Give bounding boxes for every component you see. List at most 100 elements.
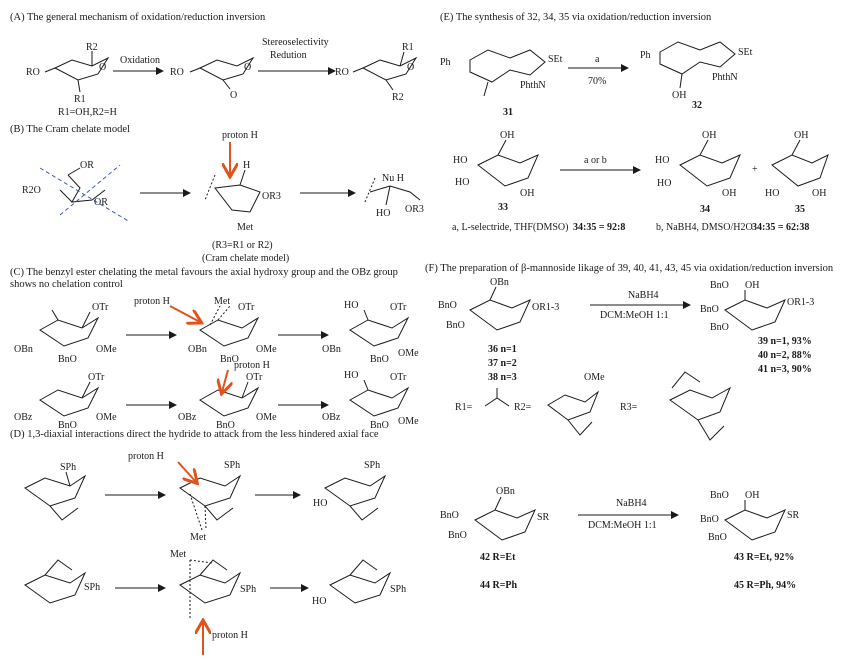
bno-label-f3: BnO xyxy=(710,280,729,291)
ro-label-2: RO xyxy=(170,67,184,78)
ring-o-label-2: O xyxy=(244,62,251,73)
oh-label-32: OH xyxy=(672,90,686,101)
compound-31-label: 31 xyxy=(503,107,513,118)
panel-c-scheme: OR OTr OBn BnO OMe Met OTr OBn BnO OMe p… xyxy=(14,296,419,431)
oh-label-f2: OH xyxy=(745,490,759,501)
compound-33-label: 33 xyxy=(498,202,508,213)
solvent-label-2: DCM:MeOH 1:1 xyxy=(588,520,657,531)
sph-label-3: SPh xyxy=(364,460,380,471)
oh-label-35b: OH xyxy=(812,188,826,199)
d-row2-sm: SPh xyxy=(24,559,100,604)
panel-e-scheme: Ph SEt PhthN 31 a 70% Ph SEt PhthN OH 32… xyxy=(440,41,829,233)
bno-label-f10: BnO xyxy=(708,532,727,543)
oh-label-34a: OH xyxy=(702,130,716,141)
panel-a-scheme: RO R2 R1 O Oxidation RO O O Stereoselect… xyxy=(26,37,418,118)
otr-label-6: OTr xyxy=(390,372,407,383)
condition-note: R1=OH,R2=H xyxy=(58,107,117,118)
d-row1-sm: SPh xyxy=(24,462,87,521)
or13-label-f2: OR1-3 xyxy=(787,297,814,308)
otr-label-3: OTr xyxy=(390,302,407,313)
reagent-ab-label: a or b xyxy=(584,155,607,166)
compound-43-label: 43 R=Et, 92% xyxy=(734,552,794,563)
bno-label-3: BnO xyxy=(370,354,389,365)
ome-label-3: OMe xyxy=(398,348,419,359)
oh-label-33b: OH xyxy=(520,188,534,199)
met-label-c: Met xyxy=(214,296,230,307)
stereo-label-2: Redution xyxy=(270,50,307,61)
bno-label-2: BnO xyxy=(220,354,239,365)
compound-34-label: 34 xyxy=(700,204,710,215)
otr-label-1: OTr xyxy=(92,302,109,313)
obn-label-2: OBn xyxy=(188,344,207,355)
proton-label-d1: proton H xyxy=(128,451,164,462)
obn-label-3: OBn xyxy=(322,344,341,355)
oh-label-34b: OH xyxy=(722,188,736,199)
compound-34: OH HO HO OH 34 xyxy=(655,130,741,215)
nabh4-label-2: NaBH4 xyxy=(616,498,647,509)
panel-a-heading: (A) The general mechanism of oxidation/r… xyxy=(10,12,266,23)
stereo-label-1: Stereoselectivity xyxy=(262,37,329,48)
proton-label-c1: proton H xyxy=(134,296,170,307)
cram-model-label: (Cram chelate model) xyxy=(202,253,289,264)
bno-label-4: BnO xyxy=(58,420,77,431)
proton-arrow-d1 xyxy=(177,461,196,482)
bno-label-1: BnO xyxy=(58,354,77,365)
ph-label-31: Ph xyxy=(440,57,451,68)
set-label-31: SEt xyxy=(548,54,563,65)
oxidation-label: Oxidation xyxy=(120,55,160,66)
ome-label-2: OMe xyxy=(256,344,277,355)
ho-label-d1: HO xyxy=(313,498,327,509)
compound-45-label: 45 R=Ph, 94% xyxy=(734,580,796,591)
cram-chelate: H OR3 Met proton H (R3=R1 or R2) (Cram c… xyxy=(202,130,289,264)
ho-label-34a: HO xyxy=(655,155,669,166)
d-row1-product: SPh HO xyxy=(313,460,387,521)
sr-label-f1: SR xyxy=(537,512,550,523)
nabh4-label-1: NaBH4 xyxy=(628,290,659,301)
compound-35-label: 35 xyxy=(795,204,805,215)
compound-41-label: 41 n=3, 90% xyxy=(758,364,812,375)
r1-label-2: R1 xyxy=(402,42,414,53)
oh-label-33a: OH xyxy=(500,130,514,141)
panel-b-scheme: OR R2O OR H OR3 Met proton H (R3=R1 or R… xyxy=(22,130,424,264)
d-row1-middle: Met SPh proton H xyxy=(128,451,242,543)
r2-def-label: R2= xyxy=(514,402,532,413)
c-row2-sm: OTr OBz BnO OMe xyxy=(14,372,117,431)
bno-label-f6: BnO xyxy=(440,510,459,521)
r2-label: R2 xyxy=(86,42,98,53)
sph-label-6: SPh xyxy=(390,584,406,595)
cram-product: Nu H HO OR3 xyxy=(364,173,424,219)
bno-label-f9: BnO xyxy=(700,514,719,525)
nu-h-label: Nu H xyxy=(382,173,404,184)
ring-o-label-3: O xyxy=(407,62,414,73)
ring-o-label: O xyxy=(99,62,106,73)
met-label-d2: Met xyxy=(170,549,186,560)
ho-label-34b: HO xyxy=(657,178,671,189)
r2-label-2: R2 xyxy=(392,92,404,103)
sph-label-2: SPh xyxy=(224,460,240,471)
c-row2-product: HO OTr OBz BnO OMe xyxy=(322,370,419,431)
or13-label-f1: OR1-3 xyxy=(532,302,559,313)
compound-32: Ph SEt PhthN OH 32 xyxy=(640,41,753,111)
h-label: H xyxy=(243,160,250,171)
panel-c-heading: (C) The benzyl ester chelating the metal… xyxy=(10,267,398,290)
r-group-definitions: R1= R2= OMe R3= xyxy=(455,371,732,441)
met-label-d1: Met xyxy=(190,532,206,543)
chair-sm-a: RO R2 R1 O xyxy=(26,42,110,105)
compound-35: OH HO OH 35 xyxy=(765,130,829,215)
ome-label-6: OMe xyxy=(398,416,419,427)
ome-label-4: OMe xyxy=(96,412,117,423)
obn-label-f1: OBn xyxy=(490,277,509,288)
ro-label-3: RO xyxy=(335,67,349,78)
ketone-a: RO O O xyxy=(170,56,255,101)
compound-44-label: 44 R=Ph xyxy=(480,580,518,591)
panel-f-heading: (F) The preparation of β-mannoside likag… xyxy=(425,263,834,274)
compound-37-label: 37 n=2 xyxy=(488,358,517,369)
ho-label-d2: HO xyxy=(312,596,326,607)
proton-label-b: proton H xyxy=(222,130,258,141)
ph-label-32: Ph xyxy=(640,50,651,61)
carbonyl-o-label: O xyxy=(230,90,237,101)
r1-label: R1 xyxy=(74,94,86,105)
bno-label-f4: BnO xyxy=(700,304,719,315)
